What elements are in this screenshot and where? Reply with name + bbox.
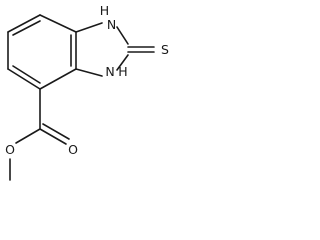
bond-c4-c3a — [39, 68, 77, 90]
bond-c7a-c7 — [39, 14, 77, 33]
benzene-ring — [7, 14, 77, 90]
bond-carbonyl-o-a — [39, 128, 67, 145]
bond-n1-c2 — [116, 26, 129, 45]
nh-top-hydrogen-label: H — [100, 3, 109, 18]
sulfur-label: S — [161, 42, 169, 57]
bond-c2-n3 — [116, 54, 129, 71]
imidazole-ring — [75, 22, 129, 77]
bond-c5-c4 — [7, 68, 41, 90]
bond-c6-c6-inner — [12, 20, 41, 36]
thione-double-bond — [127, 46, 155, 53]
nh-bottom-nitrogen-label: N — [105, 64, 114, 79]
carbonyl-oxygen-label: O — [68, 142, 78, 157]
bond-carbonyl-ester-o — [15, 128, 41, 144]
atom-labels: H N N H S O O — [5, 3, 169, 157]
bond-c7a-n1 — [75, 22, 103, 33]
nh-bottom-hydrogen-label: H — [118, 64, 127, 79]
nh-top-nitrogen-label: N — [107, 17, 116, 32]
methyl-ester-group — [9, 88, 70, 181]
bond-c7-c6 — [7, 14, 41, 33]
bond-c5-c4-inner — [12, 65, 41, 84]
ester-oxygen-label: O — [5, 142, 15, 157]
chemical-structure-diagram: H N N H S O O — [5, 3, 169, 181]
bond-carbonyl-o-b — [42, 123, 70, 140]
bond-n3-c3a — [75, 68, 103, 77]
